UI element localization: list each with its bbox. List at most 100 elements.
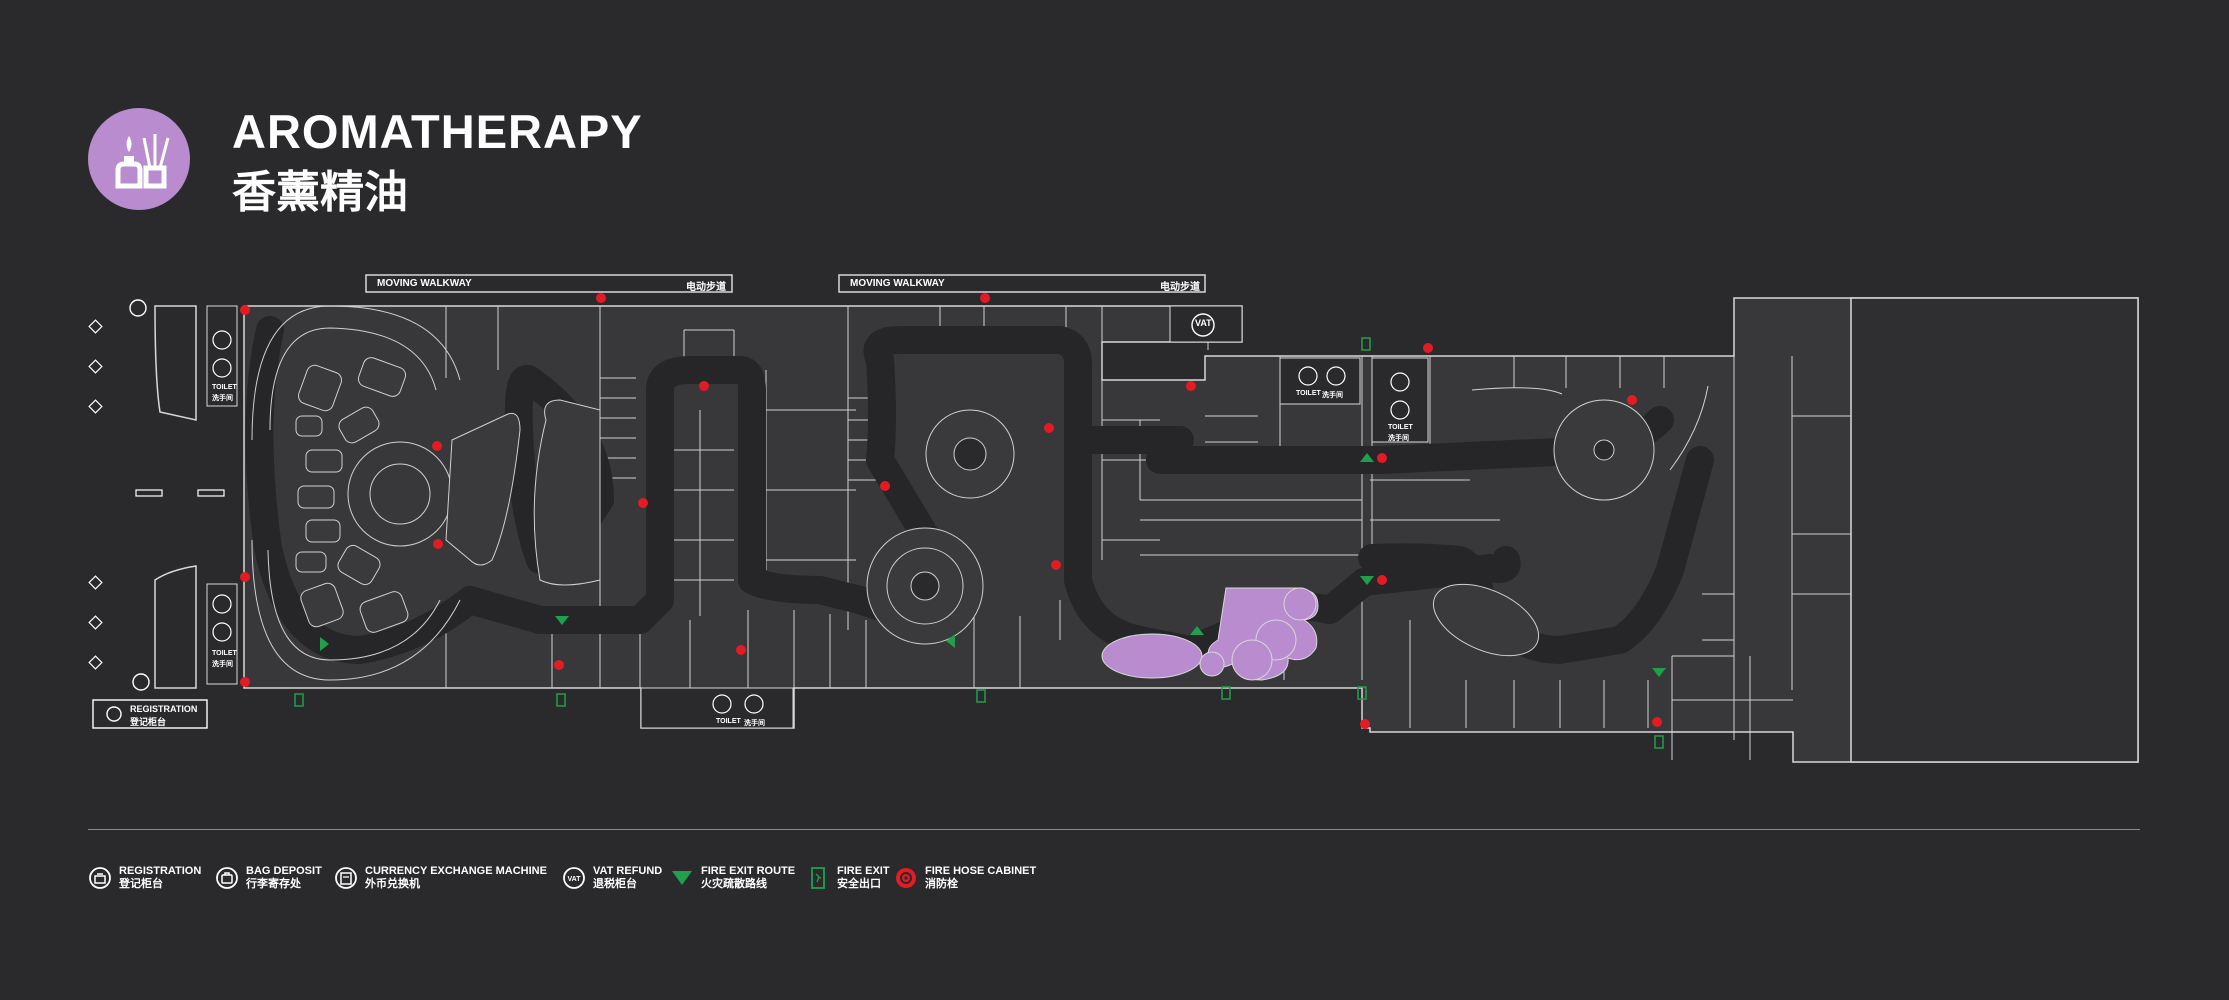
fire-exit-route-arrow	[946, 634, 955, 648]
walkway-label-1-cn: 电动步道	[686, 282, 726, 293]
legend-label: CURRENCY EXCHANGE MACHINE	[365, 865, 547, 877]
service-icons	[92, 299, 1215, 729]
fire-exit-icon	[811, 867, 825, 889]
toilet-label-4: TOILET	[1296, 390, 1321, 397]
fire-exits	[294, 337, 1664, 749]
walkway-label-1: MOVING WALKWAY	[377, 278, 472, 289]
registration-label: REGISTRATION	[130, 704, 198, 714]
legend: REGISTRATION 登记柜台 BAG DEPOSIT 行李寄存处 CURR…	[88, 862, 1188, 898]
toilet-label-2-cn: 洗手间	[212, 661, 233, 668]
fire-exit-marker	[1221, 686, 1231, 700]
fire-hose-marker	[1044, 423, 1054, 433]
fire-exit-route-arrow	[1652, 668, 1666, 677]
toilet-label-1: TOILET	[212, 384, 237, 391]
legend-label-cn: 火灾疏散路线	[701, 878, 767, 890]
fire-exit-route-arrow	[1190, 626, 1204, 635]
right-block	[1850, 297, 2139, 763]
fire-exit-marker	[294, 693, 304, 707]
fire-exit-marker	[1357, 686, 1367, 700]
toilet-label-5: TOILET	[1388, 424, 1413, 431]
fire-hose-marker	[1627, 395, 1637, 405]
fire-exit-routes	[320, 453, 1666, 677]
legend-label-cn: 登记柜台	[119, 878, 163, 890]
registration-label-cn: 登记柜台	[130, 717, 167, 727]
fire-hose-marker	[1377, 575, 1387, 585]
fire-hose-marker	[1423, 343, 1433, 353]
fire-hose-marker	[596, 293, 606, 303]
legend-label-cn: 外币兑换机	[365, 878, 420, 890]
legend-label: REGISTRATION	[119, 865, 202, 877]
toilet-label-3-cn: 洗手间	[744, 720, 765, 727]
toilet-label-4-cn: 洗手间	[1322, 392, 1343, 399]
toilet-label-3: TOILET	[716, 718, 741, 725]
legend-label: BAG DEPOSIT	[246, 865, 322, 877]
moving-walkway-1	[365, 274, 733, 293]
fire-hose-marker	[736, 645, 746, 655]
toilet-block-4	[1279, 357, 1361, 405]
toilet-label-1-cn: 洗手间	[212, 395, 233, 402]
vat-label: VAT	[1195, 318, 1212, 328]
fire-exit-route-arrow	[320, 637, 329, 651]
left-upper-wing	[154, 305, 197, 421]
fire-exit-route-arrow	[1360, 453, 1374, 462]
toilet-block-3	[640, 687, 794, 729]
toilet-label-2: TOILET	[212, 650, 237, 657]
fire-hose-marker	[240, 305, 250, 315]
fire-hose-marker	[980, 293, 990, 303]
toilet-block-1	[206, 305, 238, 407]
legend-divider	[88, 829, 2140, 830]
svg-text:VAT: VAT	[568, 876, 582, 883]
fire-exit-route-arrow	[555, 616, 569, 625]
entrance-markers	[88, 319, 225, 670]
fire-hose-cabinet-icon	[896, 868, 916, 888]
fire-hose-marker	[554, 660, 564, 670]
legend-label: VAT REFUND	[593, 865, 663, 877]
toilet-pictograms	[212, 330, 1410, 714]
fire-exit-marker	[976, 689, 986, 703]
toilet-blocks	[206, 305, 1429, 729]
island-shops	[295, 357, 601, 633]
fire-hose-marker	[240, 572, 250, 582]
fire-hose-marker	[1377, 453, 1387, 463]
legend-label-cn: 行李寄存处	[246, 878, 301, 890]
aromatherapy-stores	[1101, 587, 1319, 681]
fire-exit-route-icon	[672, 871, 692, 885]
fire-hose-marker	[240, 677, 250, 687]
fire-hose-marker	[1360, 719, 1370, 729]
legend-label: FIRE HOSE CABINET	[925, 865, 1037, 877]
fire-hose-cabinets	[240, 293, 1662, 729]
page-title-cn: 香薰精油	[232, 168, 408, 217]
legend-label-cn: 消防栓	[925, 878, 958, 890]
fire-hose-marker	[432, 441, 442, 451]
registration-icon	[89, 867, 111, 889]
walkway-label-2-cn: 电动步道	[1160, 282, 1200, 293]
legend-label-cn: 安全出口	[837, 878, 881, 890]
currency-exchange-icon	[335, 867, 357, 889]
fire-hose-marker	[1051, 560, 1061, 570]
bag-deposit-icon	[216, 867, 238, 889]
walkway-label-2: MOVING WALKWAY	[850, 278, 945, 289]
fire-exit-marker	[556, 693, 566, 707]
toilet-block-5	[1371, 357, 1429, 443]
toilet-block-2	[206, 583, 238, 685]
fire-exit-route-arrow	[1360, 576, 1374, 585]
fire-exit-marker	[1654, 735, 1664, 749]
fire-exit-marker	[1361, 337, 1371, 351]
fire-hose-marker	[699, 381, 709, 391]
fire-hose-marker	[638, 498, 648, 508]
page-title: AROMATHERAPY	[232, 105, 643, 158]
legend-label: FIRE EXIT ROUTE	[701, 865, 796, 877]
fire-hose-marker	[433, 539, 443, 549]
legend-label-cn: 退税柜台	[593, 878, 637, 890]
vat-refund-icon: VAT	[563, 867, 585, 889]
moving-walkway-2	[838, 274, 1206, 293]
toilet-label-5-cn: 洗手间	[1388, 435, 1409, 442]
fire-hose-marker	[1186, 381, 1196, 391]
fire-hose-marker	[880, 481, 890, 491]
fire-hose-marker	[1652, 717, 1662, 727]
legend-label: FIRE EXIT	[837, 865, 890, 877]
aroma-bottle-icon	[88, 108, 190, 210]
roundabouts	[866, 385, 1709, 657]
left-lower-wing	[154, 565, 197, 689]
